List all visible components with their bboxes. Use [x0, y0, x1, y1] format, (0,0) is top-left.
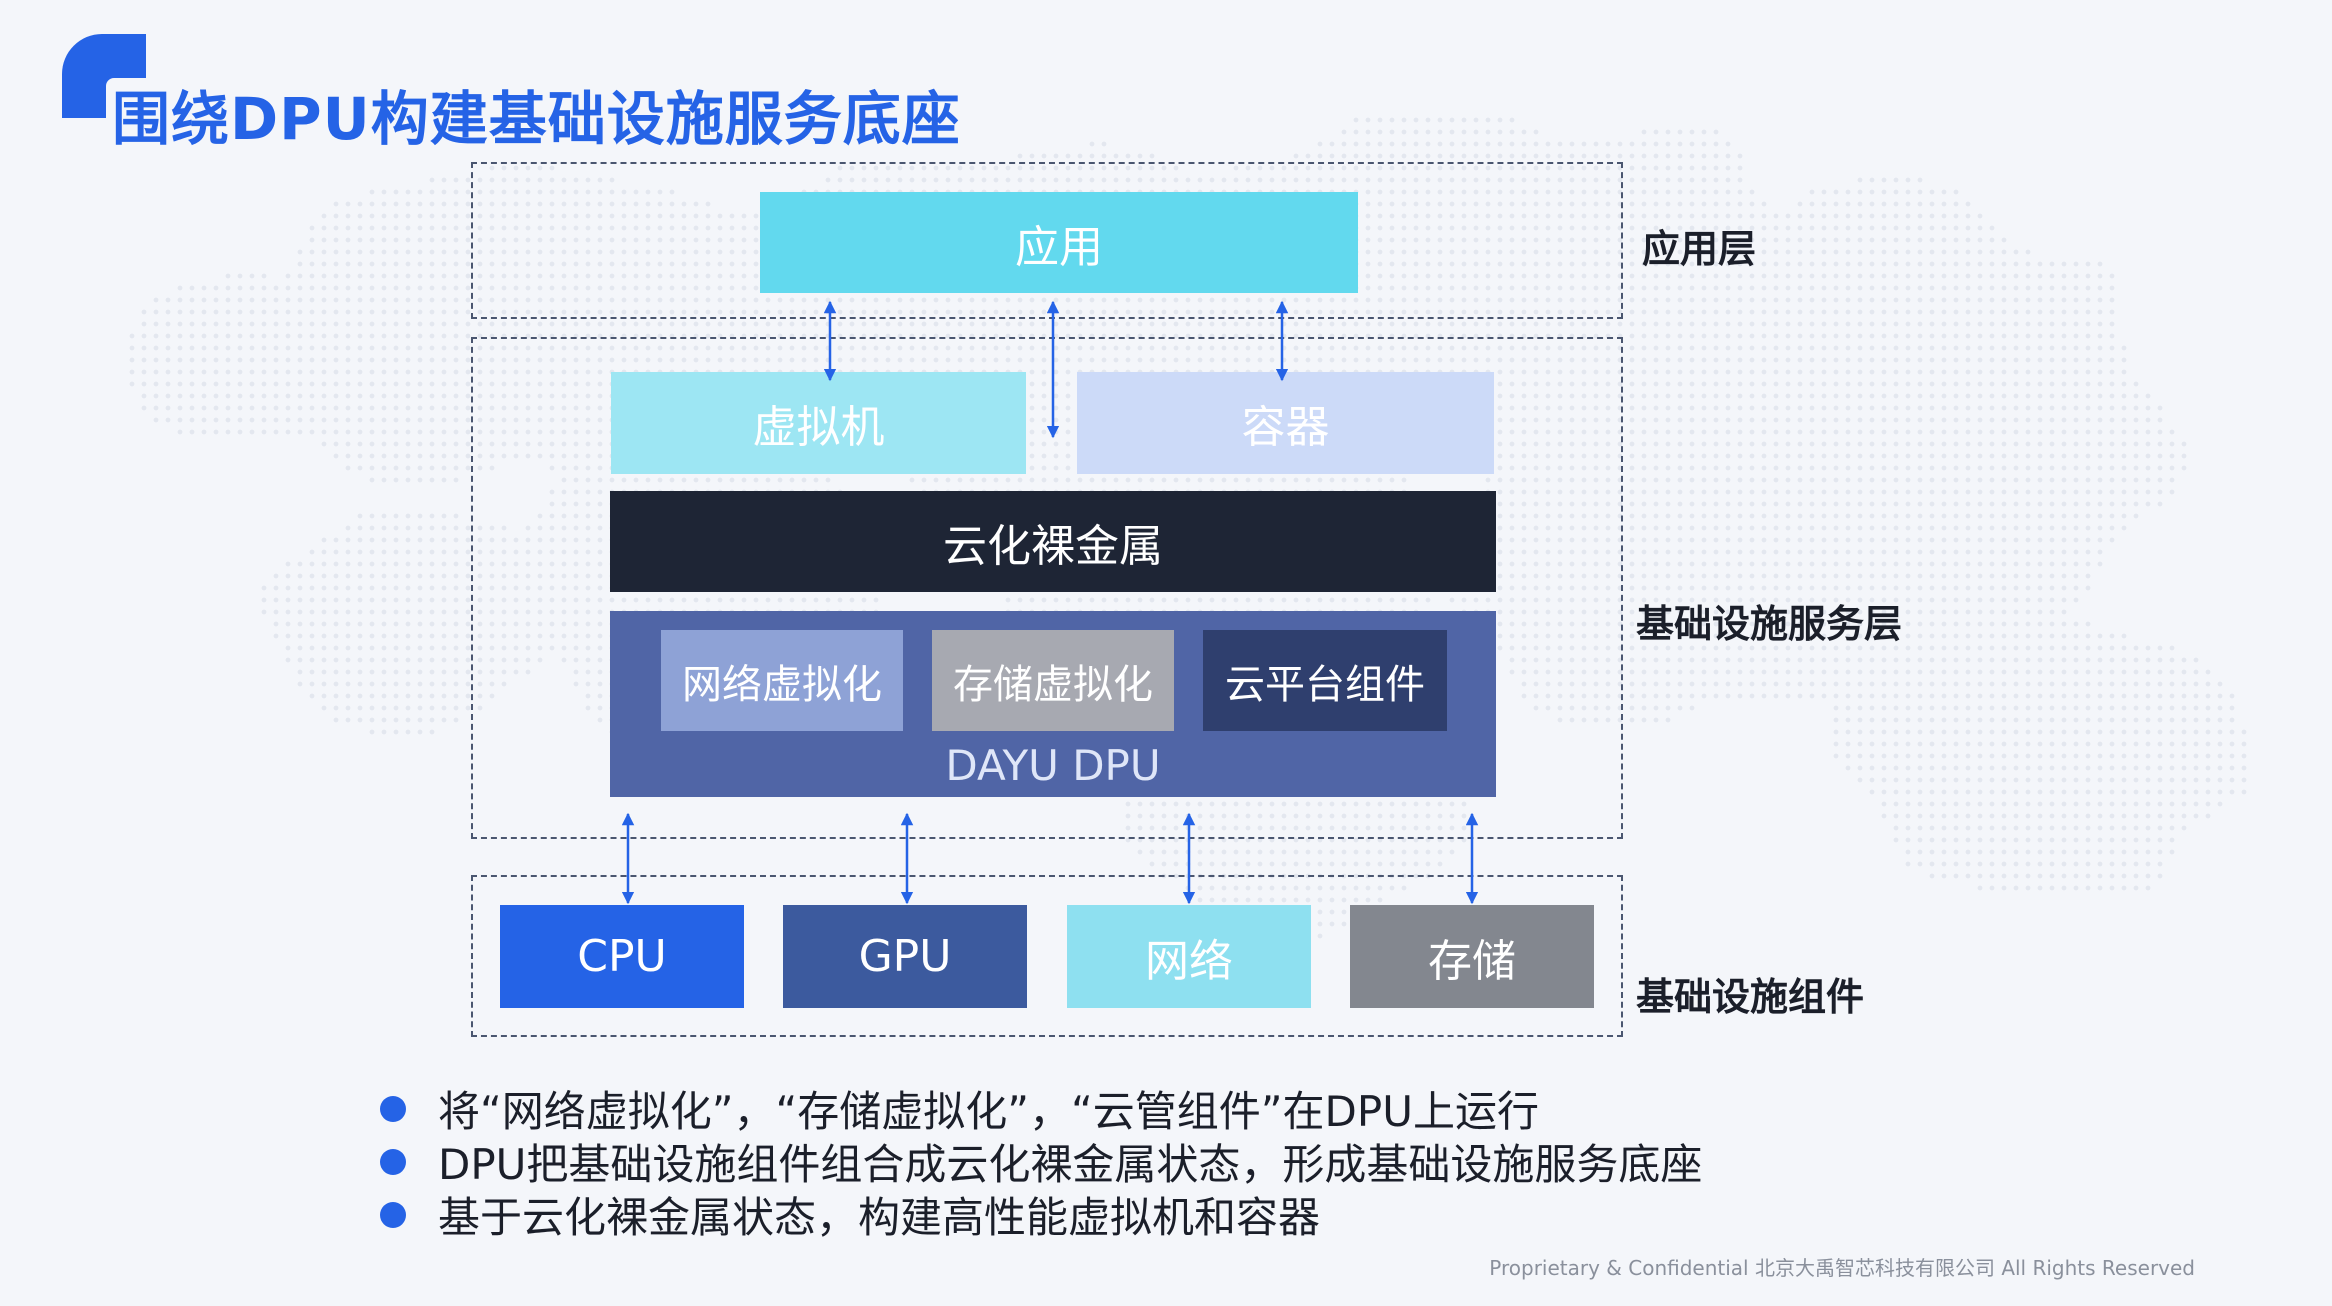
layer-label-infra-component: 基础设施组件 [1636, 975, 1865, 1019]
page-title: 围绕DPU构建基础设施服务底座 [112, 85, 961, 153]
bullet-dot-icon [380, 1095, 406, 1122]
bullet-text: DPU把基础设施组件组合成云化裸金属状态，形成基础设施服务底座 [438, 1140, 1703, 1189]
component-network: 网络 [1067, 905, 1311, 1008]
vm-block: 虚拟机 [611, 372, 1026, 474]
dpu-module-cloud-platform: 云平台组件 [1203, 630, 1447, 731]
footer-confidential-note: Proprietary & Confidential 北京大禹智芯科技有限公司 … [1489, 1256, 2195, 1280]
bullet-item: 将“网络虚拟化”，“存储虚拟化”，“云管组件”在DPU上运行 [380, 1082, 1702, 1136]
layer-frame-infra-component [471, 875, 1623, 1037]
component-cpu: CPU [500, 905, 744, 1008]
bullet-text: 基于云化裸金属状态，构建高性能虚拟机和容器 [438, 1193, 1321, 1242]
layer-label-app: 应用层 [1642, 227, 1757, 271]
dpu-module-network-virtualization: 网络虚拟化 [661, 630, 903, 731]
dpu-module-storage-virtualization: 存储虚拟化 [932, 630, 1174, 731]
dpu-name-label: DAYU DPU [945, 740, 1161, 790]
bullet-dot-icon [380, 1201, 406, 1228]
logo-mark-icon [62, 34, 146, 118]
container-block: 容器 [1077, 372, 1494, 474]
bullet-list: 将“网络虚拟化”，“存储虚拟化”，“云管组件”在DPU上运行 DPU把基础设施组… [380, 1082, 1702, 1242]
app-block: 应用 [760, 192, 1358, 293]
component-gpu: GPU [783, 905, 1027, 1008]
layer-label-infra-service: 基础设施服务层 [1636, 602, 1903, 646]
bare-metal-block: 云化裸金属 [610, 491, 1496, 592]
bullet-dot-icon [380, 1148, 406, 1175]
bullet-text: 将“网络虚拟化”，“存储虚拟化”，“云管组件”在DPU上运行 [438, 1087, 1539, 1136]
bullet-item: DPU把基础设施组件组合成云化裸金属状态，形成基础设施服务底座 [380, 1135, 1702, 1189]
component-storage: 存储 [1350, 905, 1594, 1008]
bullet-item: 基于云化裸金属状态，构建高性能虚拟机和容器 [380, 1188, 1702, 1242]
